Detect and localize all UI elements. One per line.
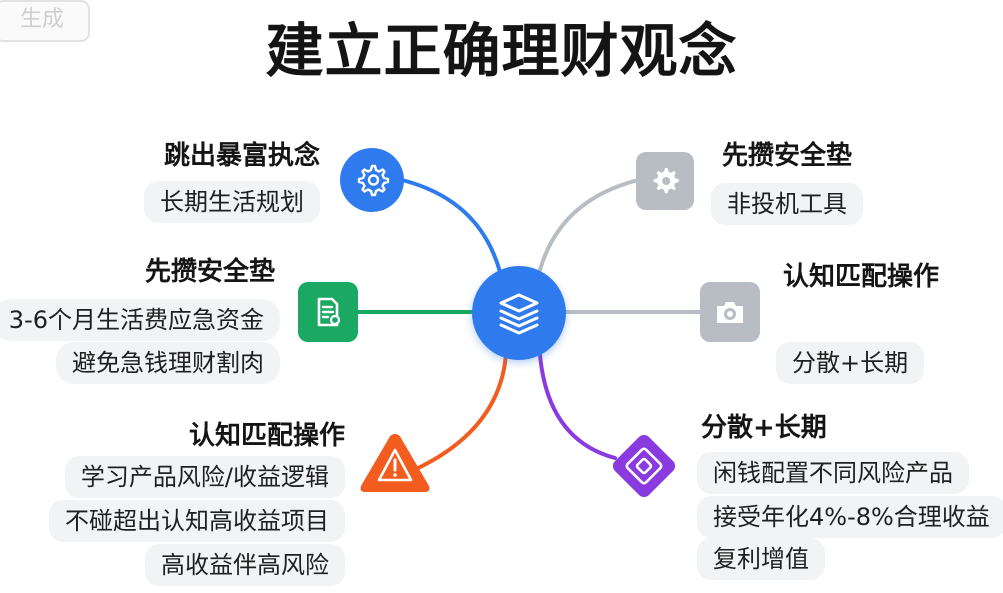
branch-mid-right-item-1: 分散+长期 bbox=[776, 342, 925, 384]
layers-icon bbox=[499, 293, 539, 335]
connector-bottom-left bbox=[412, 352, 508, 472]
branch-bottom-left-item-1: 学习产品风险/收益逻辑 bbox=[64, 456, 345, 498]
gear-icon bbox=[357, 164, 390, 197]
connector-top-right bbox=[538, 178, 640, 272]
branch-bottom-right-heading: 分散+长期 bbox=[701, 413, 827, 443]
connector-top-left bbox=[400, 178, 502, 274]
document-icon bbox=[317, 297, 341, 327]
branch-mid-left-heading: 先攒安全垫 bbox=[144, 257, 275, 287]
branch-mid-right-heading: 认知匹配操作 bbox=[783, 262, 940, 292]
branch-bottom-right-node bbox=[604, 426, 684, 506]
center-node bbox=[472, 266, 566, 360]
branch-top-right-node bbox=[636, 152, 694, 210]
branch-top-left-node bbox=[340, 148, 404, 212]
branch-top-left-item-1: 长期生活规划 bbox=[144, 181, 320, 223]
gear-icon bbox=[653, 168, 679, 194]
camera-icon bbox=[717, 302, 743, 323]
branch-bottom-right-item-2: 接受年化4%-8%合理收益 bbox=[697, 496, 1003, 538]
branch-mid-left-item-2: 避免急钱理财割肉 bbox=[56, 342, 280, 384]
branch-top-right-heading: 先攒安全垫 bbox=[722, 141, 853, 171]
branch-mid-left-item-1: 3-6个月生活费应急资金 bbox=[0, 299, 280, 341]
branch-bottom-left-node bbox=[355, 428, 435, 498]
branch-bottom-right-item-1: 闲钱配置不同风险产品 bbox=[697, 452, 969, 494]
watermark: 生成 bbox=[0, 0, 90, 42]
branch-bottom-left-item-2: 不碰超出认知高收益项目 bbox=[49, 500, 345, 542]
branch-mid-right-node bbox=[700, 282, 760, 342]
diamond-icon bbox=[612, 434, 676, 498]
branch-mid-left-node bbox=[298, 282, 358, 342]
branch-bottom-right-item-3: 复利增值 bbox=[697, 538, 825, 580]
branch-top-left-heading: 跳出暴富执念 bbox=[163, 141, 320, 171]
connector-bottom-right bbox=[538, 353, 617, 460]
page-title: 建立正确理财观念 bbox=[265, 17, 738, 85]
branch-bottom-left-heading: 认知匹配操作 bbox=[188, 421, 345, 451]
branch-top-right-item-1: 非投机工具 bbox=[711, 183, 863, 225]
warning-icon bbox=[360, 434, 430, 492]
branch-bottom-left-item-3: 高收益伴高风险 bbox=[145, 544, 345, 586]
